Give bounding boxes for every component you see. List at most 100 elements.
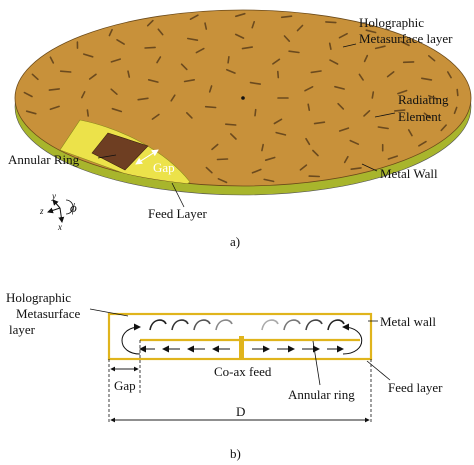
panel-a-3d-view: Gap Holographic Metasurface layer Radiat… — [8, 9, 472, 249]
b-annular-ring-label: Annular ring — [288, 387, 355, 402]
radiating-slot — [251, 168, 262, 174]
leader-b-annular-ring — [312, 340, 321, 386]
radiating-slot — [374, 45, 386, 50]
radiating-slot — [453, 106, 458, 115]
leader-b-feed-layer — [366, 360, 391, 381]
radiating-slot — [187, 37, 199, 42]
radiating-slot — [146, 19, 154, 27]
radiating-slot — [186, 112, 193, 119]
radiating-slot — [156, 56, 162, 64]
radiating-slot — [283, 35, 291, 43]
radiating-slot — [195, 47, 205, 54]
leaky-arc — [261, 319, 279, 331]
leader-metal-wall — [361, 163, 378, 172]
b-holographic-line2: Metasurface — [16, 306, 80, 321]
leaky-arc — [305, 319, 323, 331]
radiating-slot — [264, 156, 276, 161]
radiating-slot — [328, 42, 332, 51]
radiating-slot — [288, 50, 300, 54]
holographic-label-line1: Holographic — [359, 15, 424, 30]
radiating-slot — [423, 112, 432, 119]
radiating-slot — [127, 70, 131, 78]
radiating-slot — [337, 102, 345, 110]
radiating-slot — [350, 167, 362, 170]
radiating-slot — [227, 55, 230, 64]
radiating-slot — [183, 79, 195, 83]
radiating-slot — [254, 108, 257, 117]
radiating-slot — [157, 28, 164, 36]
leader-b-holographic — [89, 308, 129, 317]
radiating-slot — [329, 59, 339, 65]
radiating-slot — [110, 58, 121, 63]
radiating-slot — [137, 97, 149, 101]
radiating-slot — [365, 29, 377, 34]
axis-x-label: x — [57, 222, 62, 232]
radiating-label-line1: Radiating — [398, 92, 449, 107]
radiating-slot — [427, 94, 438, 100]
gap-label-a: Gap — [153, 160, 175, 175]
radiating-slot — [88, 73, 97, 80]
radiating-slot — [387, 155, 399, 160]
radiating-slot — [343, 155, 349, 164]
disk-center-point — [241, 96, 245, 100]
radiating-slot — [249, 81, 262, 85]
radiating-slot — [144, 46, 156, 49]
radiating-slot — [204, 105, 217, 109]
radiating-slot — [363, 110, 371, 117]
radiating-slot — [263, 178, 275, 183]
radiating-elements — [23, 12, 459, 184]
radiating-slot — [456, 88, 459, 97]
radiating-slot — [241, 46, 253, 50]
panel-b-cross-section: Holographic Metasurface layer Metal wall… — [6, 290, 443, 461]
radiating-slot — [230, 133, 237, 140]
radiating-slot — [400, 40, 410, 47]
radiating-slot — [208, 85, 213, 93]
radiating-slot — [275, 131, 287, 136]
radiating-slot — [377, 126, 389, 130]
leader-radiating — [374, 112, 396, 118]
radiating-slot — [226, 68, 236, 74]
radiating-slot — [276, 70, 280, 79]
radiating-slot — [31, 73, 39, 81]
holographic-label-line2: Metasurface layer — [359, 31, 453, 46]
radiating-slot — [251, 20, 255, 29]
radiating-slot — [48, 88, 61, 91]
b-coax-feed-label: Co-ax feed — [214, 364, 272, 379]
feed-layer-label: Feed Layer — [148, 206, 208, 221]
annular-ring-label: Annular Ring — [8, 152, 80, 167]
radiating-slot — [86, 109, 89, 117]
radiating-slot — [338, 32, 348, 39]
radiating-slot — [180, 63, 188, 71]
radiating-slot — [261, 143, 265, 152]
radiating-slot — [234, 33, 245, 39]
leaky-arc — [283, 319, 301, 331]
radiating-slot — [273, 118, 283, 125]
b-d-label: D — [236, 404, 245, 419]
radiating-slot — [371, 91, 375, 99]
radiating-slot — [407, 129, 413, 137]
annular-ring-cutaway — [91, 132, 149, 171]
b-holographic-line1: Holographic — [6, 290, 71, 305]
b-holographic-line3: layer — [9, 322, 36, 337]
leaky-arc — [193, 319, 211, 331]
radiating-slot — [110, 88, 118, 95]
panel-b-caption: b) — [230, 446, 241, 461]
radiating-slot — [305, 137, 311, 146]
leader-holographic — [342, 43, 357, 48]
radiating-slot — [420, 77, 433, 81]
coordinate-axes: y z x ϕ — [39, 191, 77, 232]
radiating-slot — [307, 103, 311, 111]
axis-y-label: y — [51, 191, 56, 201]
radiating-slot — [313, 121, 326, 125]
radiating-slot — [235, 12, 246, 18]
radiating-slot — [272, 58, 281, 65]
left-edge-wave — [121, 323, 141, 355]
radiating-slot — [211, 143, 219, 151]
radiating-slot — [83, 53, 94, 58]
radiating-slot — [170, 94, 176, 102]
radiating-slot — [325, 21, 337, 24]
radiating-slot — [225, 123, 237, 126]
radiating-slot — [310, 70, 322, 74]
right-edge-wave — [342, 323, 363, 355]
